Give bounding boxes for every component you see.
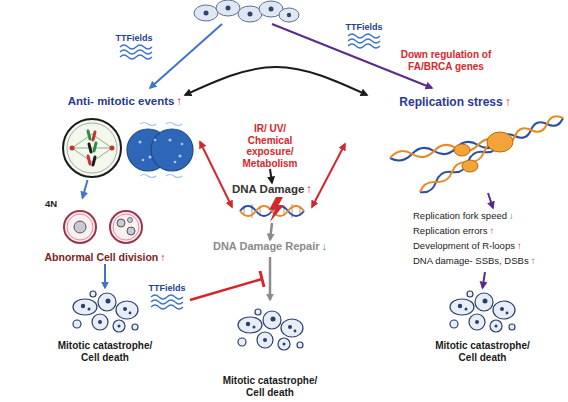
text-line: Replication errors↑ xyxy=(413,223,494,238)
cause-note: IR/ UV/ Chemical exposure/ Metabolism xyxy=(235,123,305,169)
text-line: Mitotic catastrophe/ Cell death xyxy=(428,340,538,364)
spindle-pole xyxy=(110,146,115,151)
damage-bolt xyxy=(269,197,284,222)
field-wave-icon xyxy=(348,34,380,48)
text-line: Replication fork speed↓ xyxy=(413,208,514,223)
trend-arrow: ↑ xyxy=(531,255,536,266)
text-line: Mitotic catastrophe/ Cell death xyxy=(50,340,160,364)
repair-box: DNA Damage Repair↓ xyxy=(195,240,345,257)
dead-cells xyxy=(450,291,515,332)
node-text: IR/ UV/ Chemical exposure/ Metabolism xyxy=(242,123,297,169)
text-line: DNA Damage Repair↓ xyxy=(213,240,327,253)
text-line: DNA Damage↑ xyxy=(232,183,312,197)
replication-fork xyxy=(390,116,563,192)
node-text: Development of R-loops xyxy=(413,240,515,251)
connector-arrow xyxy=(185,67,367,95)
field-wave-icon xyxy=(120,45,152,59)
field-label: TTFields xyxy=(340,22,388,33)
tetraploid-cells xyxy=(64,211,142,243)
mechanism-box: Anti- mitotic events↑ xyxy=(50,95,200,180)
cell xyxy=(238,6,262,22)
connector-arrow xyxy=(269,257,272,300)
effects-list: Replication fork speed↓Replication error… xyxy=(405,208,565,272)
cell-nuclei xyxy=(204,6,292,18)
node-text: Abnormal Cell division xyxy=(44,251,158,263)
connector-arrow xyxy=(270,169,272,183)
damage-box: DNA Damage↑ xyxy=(232,183,312,223)
inhibition-line xyxy=(190,279,262,300)
connector-arrow xyxy=(104,264,106,288)
node-text: Replication errors xyxy=(413,225,487,236)
trend-arrow: ↑ xyxy=(489,225,494,236)
connector-arrow xyxy=(483,272,486,288)
trend-arrow: ↑ xyxy=(517,240,522,251)
text-line: Development of R-loops↑ xyxy=(413,238,522,253)
node-text: Anti- mitotic events xyxy=(68,95,175,107)
cell-inner xyxy=(67,123,117,173)
node-text: DNA damage- SSBs, DSBs xyxy=(413,255,529,266)
node-text: Replication fork speed xyxy=(413,210,507,221)
trend-arrow: ↑ xyxy=(160,251,165,263)
connector-arrow xyxy=(83,180,88,198)
node-text: Mitotic catastrophe/ Cell death xyxy=(223,375,317,398)
field-label: TTFields xyxy=(110,33,158,44)
trend-arrow: ↓ xyxy=(509,210,514,221)
node-text: DNA Damage Repair xyxy=(213,240,320,252)
node-text: Mitotic catastrophe/ Cell death xyxy=(58,340,152,363)
ploidy-label: 4N xyxy=(38,198,64,209)
cell-death-box: Mitotic catastrophe/ Cell death xyxy=(30,288,180,364)
text-line: Mitotic catastrophe/ Cell death xyxy=(215,375,325,399)
text-line: DNA damage- SSBs, DSBs↑ xyxy=(413,253,535,268)
cell xyxy=(279,8,299,22)
mitotic-cell xyxy=(63,119,121,177)
trend-arrow: ↑ xyxy=(176,95,182,107)
trend-arrow: ↑ xyxy=(306,183,312,195)
connector-arrow xyxy=(200,142,232,207)
cell-cluster xyxy=(194,0,299,22)
cell-membrane xyxy=(63,119,121,177)
text-line: Replication stress↑ xyxy=(399,95,510,109)
trend-arrow: ↑ xyxy=(505,95,511,109)
cell-death-box: Mitotic catastrophe/ Cell death xyxy=(195,300,345,399)
cell xyxy=(216,0,240,16)
mechanism-box: Replication stress↑ xyxy=(345,95,565,193)
node-text: Mitotic catastrophe/ Cell death xyxy=(435,340,529,363)
field-wave-icon xyxy=(151,295,183,309)
dead-cells xyxy=(73,291,138,332)
trend-arrow: ↓ xyxy=(322,240,328,252)
connector-arrow xyxy=(270,223,272,240)
chromosomes xyxy=(88,131,96,165)
cell-death-box: Mitotic catastrophe/ Cell death xyxy=(400,288,565,364)
text-line: Anti- mitotic events↑ xyxy=(68,95,182,109)
inhibition-bar xyxy=(260,271,264,287)
dividing-cell xyxy=(127,123,193,178)
replisome xyxy=(454,132,513,172)
dead-cells xyxy=(238,309,303,350)
connector-arrow xyxy=(488,193,493,208)
cell xyxy=(194,5,218,21)
node-text: Replication stress xyxy=(399,95,502,109)
spindle-pole xyxy=(70,146,75,151)
damaged-dna xyxy=(240,197,304,222)
text-line: IR/ UV/ Chemical exposure/ Metabolism xyxy=(235,123,305,169)
regulation-note: Down regulation of FA/BRCA genes xyxy=(388,49,504,73)
text-line: Abnormal Cell division↑ xyxy=(44,251,165,264)
field-label: TTFields xyxy=(143,283,191,294)
node-text: DNA Damage xyxy=(232,183,304,195)
pathway-arrow xyxy=(150,24,222,88)
connector-arrow xyxy=(312,144,345,207)
